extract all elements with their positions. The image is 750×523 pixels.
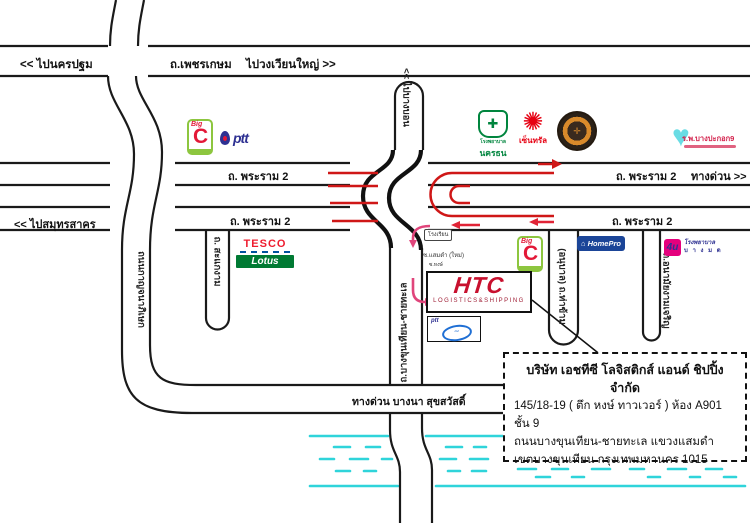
htc-subtitle: LOGISTICS&SHIPPING	[433, 298, 525, 304]
bangmod-hospital-logo: 4u โรงพยาบาล บ า ง ม ด	[664, 239, 722, 256]
blue-swoosh-logo: ~	[441, 322, 473, 344]
label-expressway-bangna-suksawat: ทางด่วน บางนา สุขสวัสดิ์	[352, 396, 466, 408]
route-west-arrows	[460, 220, 554, 227]
emblem-mark-icon: ✛	[573, 125, 581, 136]
bangpakok9-hospital-logo: ♥ ร.พ.บางปะกอก9	[672, 120, 750, 162]
big-c-green-strip	[189, 149, 211, 153]
hospital-cross-icon: ✚	[478, 110, 508, 138]
bangpakok9-tagline	[684, 145, 736, 148]
htc-wordmark: HTC	[452, 272, 506, 298]
homepro-logo: ⌂ HomePro	[577, 236, 625, 251]
route-red-lines	[328, 162, 554, 223]
bangmod-4u-badge: 4u	[664, 239, 681, 256]
heart-icon: ♥	[672, 120, 690, 153]
hook-arrow-down	[409, 240, 417, 248]
big-c-brand-text: Big	[521, 238, 533, 245]
central-name: เซ็นทรัล	[518, 136, 548, 145]
label-tha-kham-road: (อนุบาล) ถ.ท่าข้าม	[556, 248, 568, 325]
big-c-logo-north: Big C	[187, 119, 213, 155]
address-line-2: ถนนบางขุนเทียน-ชายทะเล แขวงแสมดำ	[514, 436, 714, 448]
canal-water	[308, 434, 747, 488]
label-rama2-upper-right: ถ. พระราม 2	[616, 171, 677, 183]
label-bang-khun-thian-chai-thale-road: ถ.บางขุนเทียน-ชายทะเล	[398, 282, 410, 383]
bangmod-line1: โรงพยาบาล	[684, 240, 716, 246]
ptt-logo: ptt	[220, 130, 249, 146]
ptt-station-wordmark: ptt	[431, 318, 439, 324]
nakhon-thon-line1: โรงพยาบาล	[480, 139, 506, 145]
label-rama2-upper-left: ถ. พระราม 2	[228, 171, 289, 183]
company-address-box: บริษัท เอชทีซี โลจิสติกส์ แอนด์ ชิปปิ้ง …	[503, 352, 747, 466]
label-to-samut-sakhon: << ไปสมุทรสาคร	[14, 219, 96, 231]
soi-samaedam-label: ซ.แสมดำ (ใหม่)	[423, 253, 464, 259]
big-c-letter: C	[193, 125, 209, 148]
label-to-bang-bon: << ไปบางบอน	[400, 68, 412, 127]
tesco-lotus-logo: TESCO Lotus	[236, 239, 294, 268]
label-rama2-lower-left: ถ. พระราม 2	[230, 216, 291, 228]
red-arrow-west-1	[451, 221, 460, 229]
lotus-wordmark: Lotus	[236, 255, 294, 268]
red-arrow-west-2	[529, 218, 538, 226]
central-logo: ✺ เซ็นทรัล	[511, 110, 555, 147]
big-c-green-strip	[519, 266, 541, 270]
central-star-icon: ✺	[522, 108, 544, 136]
bangmod-line2: บ า ง ม ด	[684, 248, 723, 254]
school-box: โรงเรียน	[424, 229, 453, 241]
htc-building-box: HTC LOGISTICS&SHIPPING	[426, 271, 532, 313]
nakhon-thon-line2: นครธน	[479, 148, 507, 158]
turn-hooks	[411, 224, 431, 304]
bangpakok9-name: ร.พ.บางปะกอก9	[682, 134, 735, 143]
label-rama2-lower-right: ถ. พระราม 2	[612, 216, 673, 228]
red-arrow-east	[552, 159, 562, 169]
company-name: บริษัท เอชทีซี โลจิสติกส์ แอนด์ ชิปปิ้ง …	[526, 363, 724, 395]
address-line-1: 145/18-19 ( ตึก หงษ์ ทาวเวอร์ ) ห้อง A90…	[514, 400, 722, 430]
soi-hong-label: ซ.หงษ์	[429, 262, 443, 268]
label-expressway-right: ทางด่วน >>	[691, 171, 747, 183]
tesco-dash-row	[240, 251, 290, 253]
label-phetkasem-road: ถ.เพชรเกษม	[170, 59, 232, 71]
address-pointer-line	[531, 299, 603, 357]
big-c-brand-text: Big	[191, 121, 203, 128]
ptt-wordmark: ptt	[233, 130, 249, 146]
ptt-station-box: ptt ~	[427, 316, 481, 344]
ptt-flame-icon	[220, 131, 230, 145]
nakhon-thon-hospital-logo: ✚ โรงพยาบาล นครธน	[473, 110, 513, 160]
label-kanchanaphisek-road: ถนนกาญจนาภิเษก	[135, 251, 147, 328]
round-emblem-logo: ✛	[557, 111, 597, 151]
big-c-letter: C	[523, 242, 539, 265]
tesco-wordmark: TESCO	[243, 238, 287, 250]
big-c-logo-south: Big C	[517, 236, 543, 272]
label-to-wongwian-yai: ไปวงเวียนใหญ่ >>	[246, 59, 336, 71]
address-line-3: เขตบางขุนเทียน กรุงเทพมหานคร 1015	[514, 454, 708, 466]
label-to-nakhon-pathom: << ไปนครปฐม	[20, 59, 93, 71]
label-sakae-ngam-road: ถ. สะแกงาม	[211, 236, 223, 287]
